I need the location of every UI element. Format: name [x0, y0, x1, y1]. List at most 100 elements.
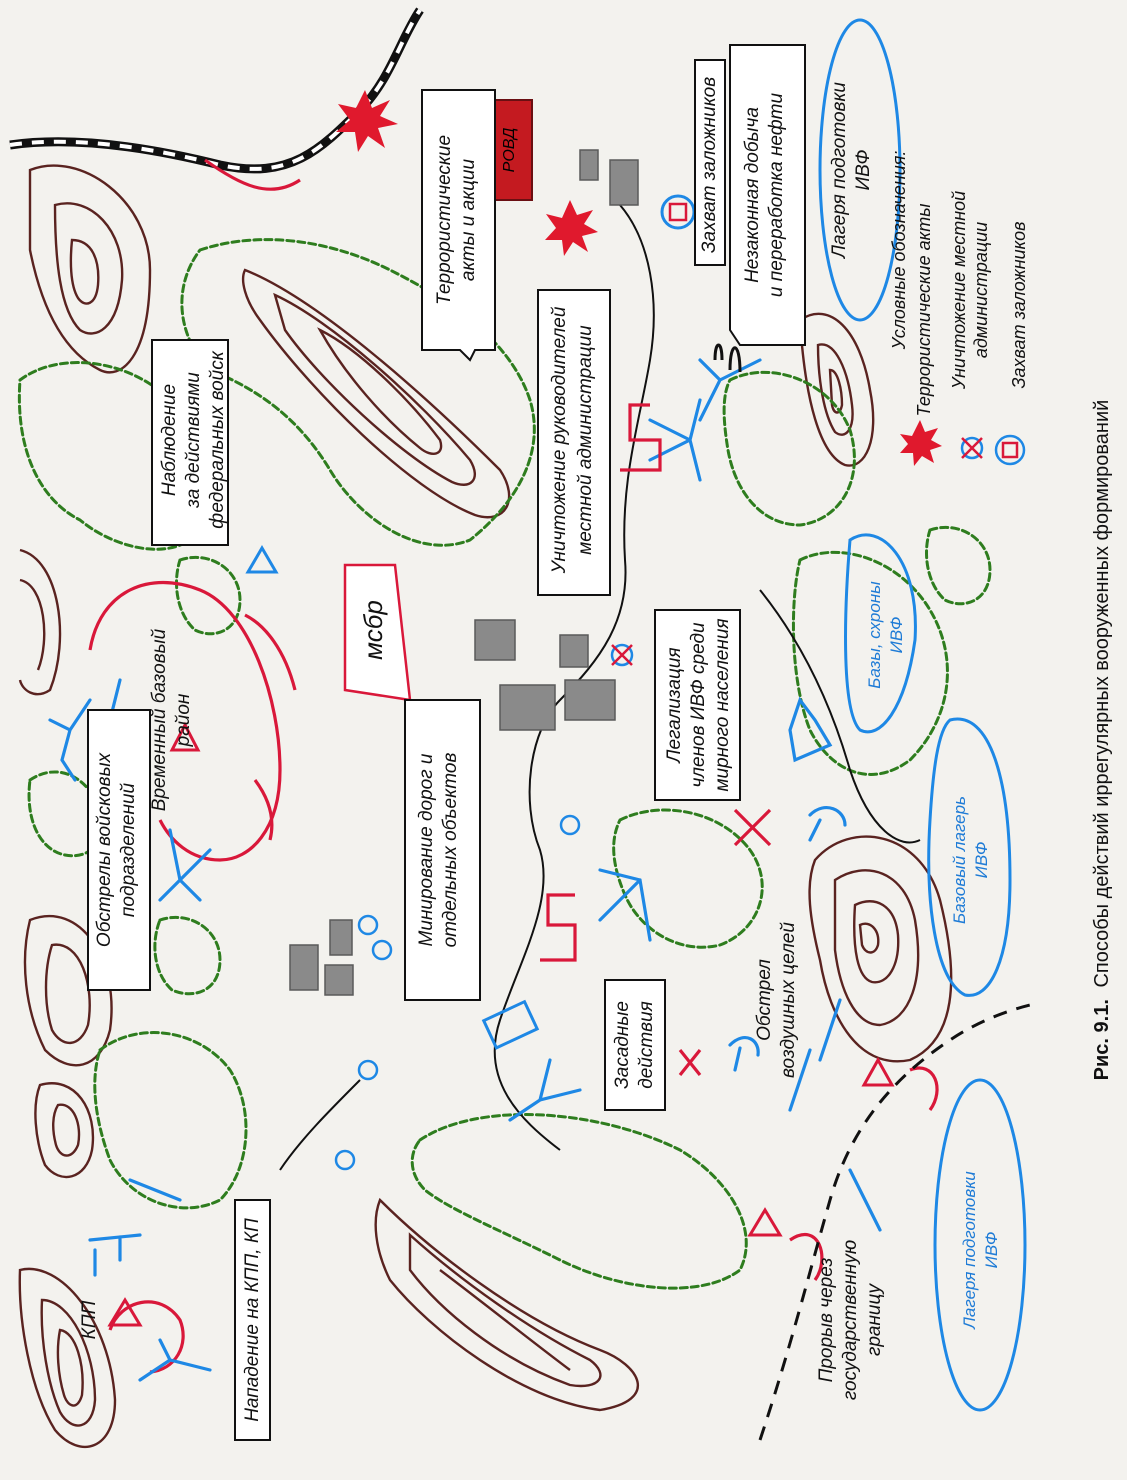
rovd-label: РОВД — [501, 128, 518, 173]
weapon-y-icon — [48, 358, 847, 1382]
forest-bottom — [410, 1113, 748, 1290]
forest-center — [612, 808, 764, 949]
explosion-icon — [545, 200, 598, 256]
callout-shelling-box — [87, 709, 151, 991]
label-kpp: КПП — [79, 1300, 100, 1339]
red-cross-mark — [733, 808, 772, 847]
hill-bottom-left — [18, 1267, 117, 1448]
mine-icon — [334, 814, 581, 1171]
callout-admin-box — [537, 289, 611, 596]
blue-arrows — [108, 678, 882, 1232]
camps-bottom-zone — [933, 1078, 1027, 1412]
crossed-circle-icon — [960, 436, 984, 460]
legend-item-hostages: Захват заложников — [1009, 221, 1029, 388]
label-checkpoint-attack: Нападение на КПП, КП — [242, 1218, 263, 1422]
checkpoint-blue-barrier — [88, 1178, 182, 1277]
temp-base-zone — [88, 580, 282, 862]
ridge-top-center — [241, 268, 511, 519]
callout-mining-box — [404, 699, 481, 1001]
hill-left-mid — [18, 548, 62, 696]
callout-checkpoint-box — [234, 1199, 271, 1441]
legend-title: Условные обозначения: — [889, 151, 909, 351]
svg-text:Рис. 9.1. Способы действ: Рис. 9.1. Способы действий иррегулярных … — [1091, 400, 1113, 1081]
forest-right-small — [925, 525, 992, 606]
bases-outline-mark — [788, 696, 833, 763]
hill-left-small — [34, 1082, 95, 1179]
triangle-icon — [245, 545, 279, 574]
label-hostages: Захват заложников — [699, 77, 720, 253]
camps-top-zone — [818, 18, 902, 322]
redline-border-post — [789, 1232, 824, 1281]
red-symbols — [107, 403, 895, 1327]
triangle-icon — [747, 1207, 783, 1237]
forest-left-bottom — [93, 1031, 248, 1210]
callout-legalization-box — [654, 609, 741, 801]
legend: Условные обозначения: Террористические а… — [889, 151, 1029, 466]
red-cross-mark — [678, 1049, 702, 1076]
figure-caption: Рис. 9.1. Способы действий иррегулярных … — [1091, 400, 1113, 1081]
legend-item-terror: Террористические акты — [914, 203, 934, 416]
triangle-icon — [107, 1297, 143, 1327]
buildings — [289, 149, 639, 996]
red-zones — [88, 158, 939, 1374]
state-border — [758, 1003, 1031, 1441]
explosion-icon — [900, 420, 942, 466]
ridge-bottom-center — [374, 1197, 639, 1412]
callout-ambush-box — [604, 979, 666, 1111]
caption-text: Способы действий иррегулярных вооруженны… — [1091, 400, 1113, 988]
redline-kpp-ring — [108, 1300, 185, 1374]
blue-zones — [818, 18, 1027, 1412]
red-staircase-mark — [540, 893, 577, 962]
explosion-icon — [336, 90, 398, 152]
forest-right-mid — [791, 550, 949, 776]
road — [9, 7, 424, 174]
forest-small-1 — [175, 555, 242, 636]
crossed-circle-icon — [610, 643, 634, 667]
bases-zone — [844, 533, 917, 734]
terrain-contours — [18, 164, 953, 1448]
fortification-marks — [244, 613, 297, 841]
triangle-icon — [169, 721, 201, 752]
red-staircase-mark — [620, 403, 662, 472]
callout-oil-box — [729, 44, 806, 346]
forest-right-top — [722, 370, 856, 527]
square-in-circle-icon — [660, 194, 696, 230]
hill-right-center — [808, 835, 953, 1063]
triangle-icon — [861, 1056, 895, 1087]
caption-number: Рис. 9.1. — [1091, 999, 1113, 1080]
hill-left-lower — [23, 914, 113, 1067]
oil-derrick-icon — [713, 343, 742, 373]
square-in-circle-icon — [994, 434, 1026, 466]
callouts — [87, 44, 806, 1441]
callout-hostages-box — [694, 59, 726, 266]
forest-small-2 — [153, 915, 222, 996]
base-camp-zone — [927, 717, 1012, 997]
hill-right-top — [798, 312, 875, 467]
vehicle-icon — [481, 999, 540, 1050]
label-msbr: мсбр — [358, 600, 388, 660]
hill-top-left — [28, 164, 152, 374]
paths — [279, 204, 921, 1171]
callout-terror-box — [421, 89, 496, 362]
blue-symbols — [48, 194, 882, 1382]
callout-observation-box — [151, 339, 229, 546]
redline-right-post — [909, 1066, 939, 1111]
